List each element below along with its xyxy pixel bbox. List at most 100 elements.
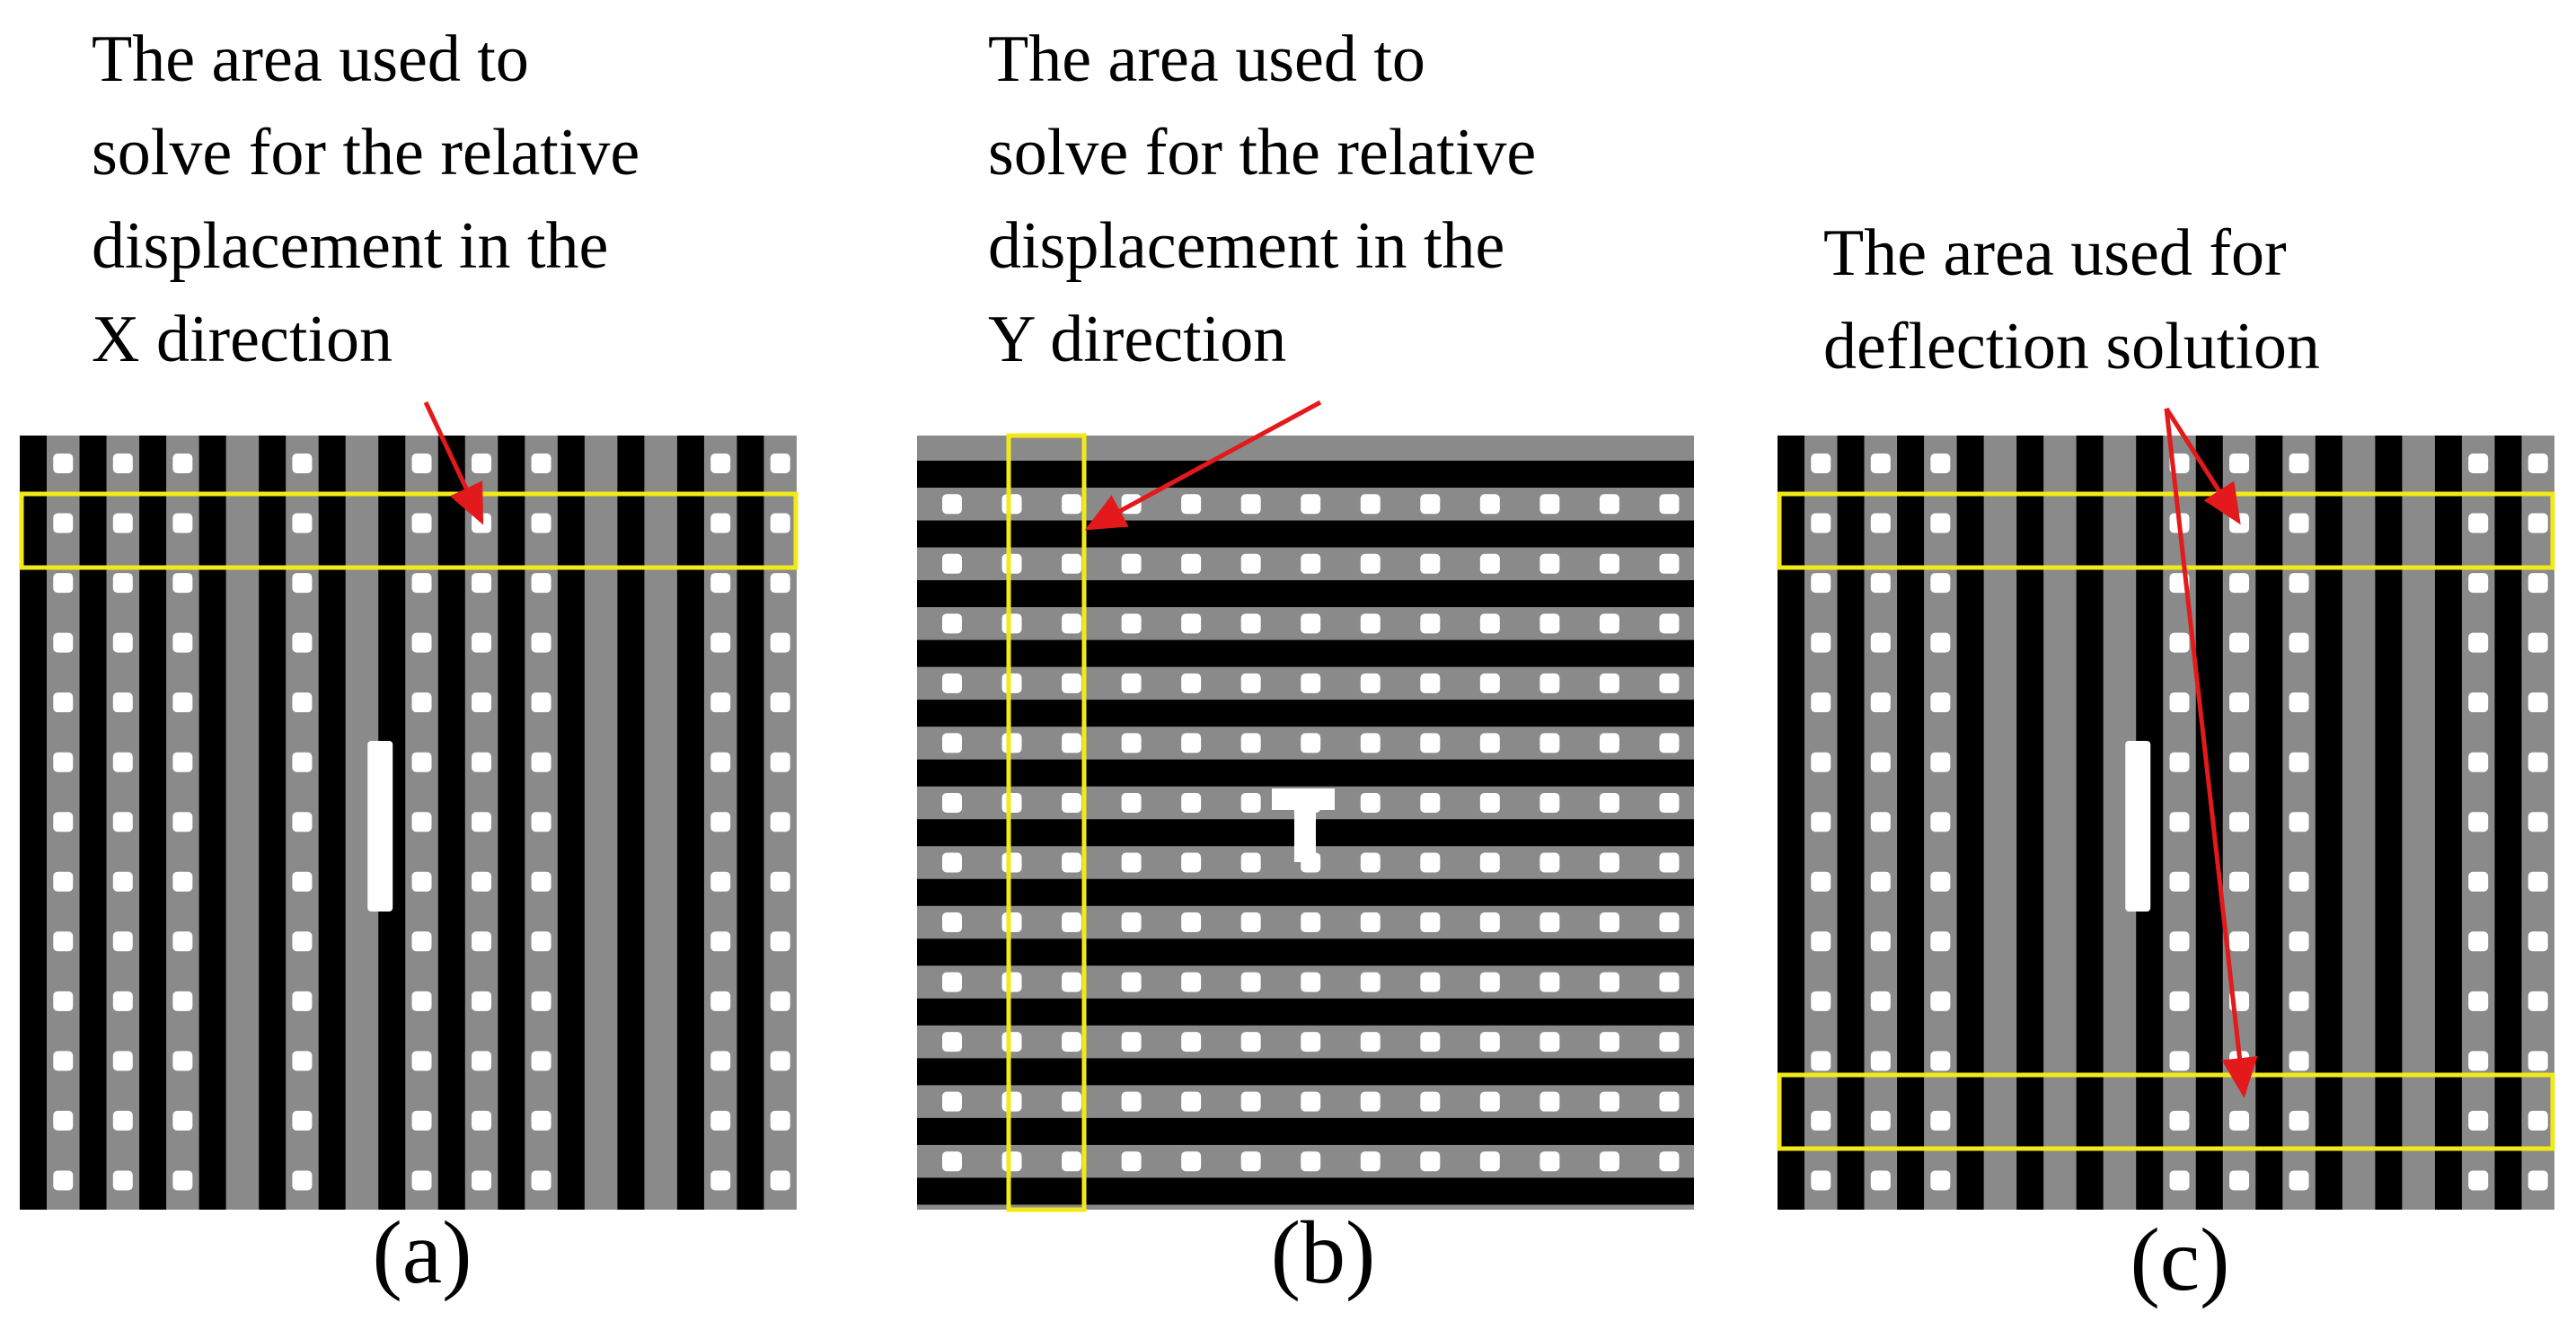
panel-c-dot [2527,573,2548,594]
panel-c-dot [2289,752,2309,772]
panel-b-dot [1539,1032,1560,1053]
panel-a-dot [292,812,313,832]
panel-b-dot [1360,852,1381,873]
panel-b-dot [1240,553,1261,574]
panel-c-dot [2468,752,2489,772]
panel-b-dot [1659,1091,1680,1112]
panel-a-dot [411,513,432,533]
panel-b-dot [942,673,962,693]
panel-b-bar [917,580,1694,608]
panel-b-dot [1240,613,1261,634]
panel-a-dot [411,931,432,952]
panel-b-dot [1539,494,1560,515]
panel-b-dot [1301,1151,1321,1172]
panel-c-dot [2527,513,2548,533]
panel-b-dot [1121,1032,1142,1053]
panel-a-dot [292,1051,313,1071]
panel-b-dot [1001,1151,1022,1172]
panel-b-dot [1062,1151,1082,1172]
panel-c-dot [2289,1110,2309,1131]
panel-c-dot [2169,1051,2190,1071]
panel-a-dot [710,1110,731,1131]
panel-b-dot [1001,733,1022,753]
panel-c-dot [2468,871,2489,892]
panel-c-dot [1930,931,1951,952]
panel-b-bar [917,1117,1694,1145]
panel-c-dot [1811,454,1831,473]
panel-b-dot [1181,912,1202,933]
caption-c-line-2: deflection solution [1823,310,2320,383]
panel-b-dot [1062,494,1082,515]
panel-b-dot [1420,673,1441,693]
panel-c-dot [1811,513,1831,533]
panel-b-dot [1301,1091,1321,1112]
panel-a-dot [472,513,492,533]
panel-b-bar [917,878,1694,906]
panel-b-dot [1121,1091,1142,1112]
caption-a-line-2: solve for the relative [92,116,640,189]
panel-c-dot [1811,692,1831,713]
panel-a-dot [770,931,790,952]
panel-b-dot [1001,912,1022,933]
panel-b-dot [1240,673,1261,693]
panel-a-dot [53,692,74,713]
caption-c: The area used for deflection solution [1823,207,2320,393]
panel-a-dot [710,1051,731,1071]
panel-b-dot [1659,733,1680,753]
panel-c-dot [2527,1170,2548,1191]
panel-b-dot [1599,553,1619,574]
panel-b-dot [1062,613,1082,634]
panel-a-dot [112,513,133,533]
panel-c-dot [2229,1170,2250,1191]
panel-b-dot [1240,1091,1261,1112]
panel-a-dot [411,692,432,713]
panel-b-dot [1360,1151,1381,1172]
panel-b-dot [1539,673,1560,693]
panel-a-dot [112,812,133,832]
panel-a-dot [292,931,313,952]
panel-b-dot [1479,912,1500,933]
panel-c-dot [1870,1051,1891,1071]
panel-c-bar [1956,436,1984,1210]
panel-b-dot [942,494,962,515]
panel-c-dot [2229,931,2250,952]
panel-b-dot [1420,1032,1441,1053]
panel-a-bar [437,436,465,1210]
panel-b-dot [1420,1091,1441,1112]
panel-a-dot [472,573,492,594]
panel-label-c: (c) [2130,1210,2230,1309]
caption-c-line-1: The area used for [1823,216,2287,290]
panel-b-dot [1062,673,1082,693]
panel-b-dot [1001,673,1022,693]
panel-c-bar [1837,436,1865,1210]
panel-a-bar [498,436,525,1210]
panel-a-bar [259,436,287,1210]
panel-c-dot [2169,931,2190,952]
panel-b-dot [1420,613,1441,634]
panel-b-dot [1479,733,1500,753]
panel-b-dot [942,972,962,992]
panel-a-dot [710,871,731,892]
panel-c-bar [2016,436,2044,1210]
panel-c-dot [1930,573,1951,594]
panel-a-bar [676,436,704,1210]
panel-a-dot [770,752,790,772]
panel-b-dot [1301,733,1321,753]
panel-b-dot [1181,1091,1202,1112]
panel-b-dot [1599,1032,1619,1053]
panel-a-dot [531,752,551,772]
panel-c-bar [2494,436,2522,1210]
panel-c-bar [1897,436,1925,1210]
panel-b-dot [1301,494,1321,515]
panel-c-dot [2527,812,2548,832]
panel-c-dot [1870,991,1891,1011]
panel-a-dot [770,454,790,473]
panel-a-dot [172,1110,193,1131]
panel-a-bar [139,436,167,1210]
panel-b-dot [1659,1032,1680,1053]
panel-b-dot [1301,1032,1321,1053]
caption-b: The area used to solve for the relative … [988,13,1536,386]
panel-b-dot [1121,972,1142,992]
panel-b-dot [1001,792,1022,813]
panel-a-dot [292,573,313,594]
